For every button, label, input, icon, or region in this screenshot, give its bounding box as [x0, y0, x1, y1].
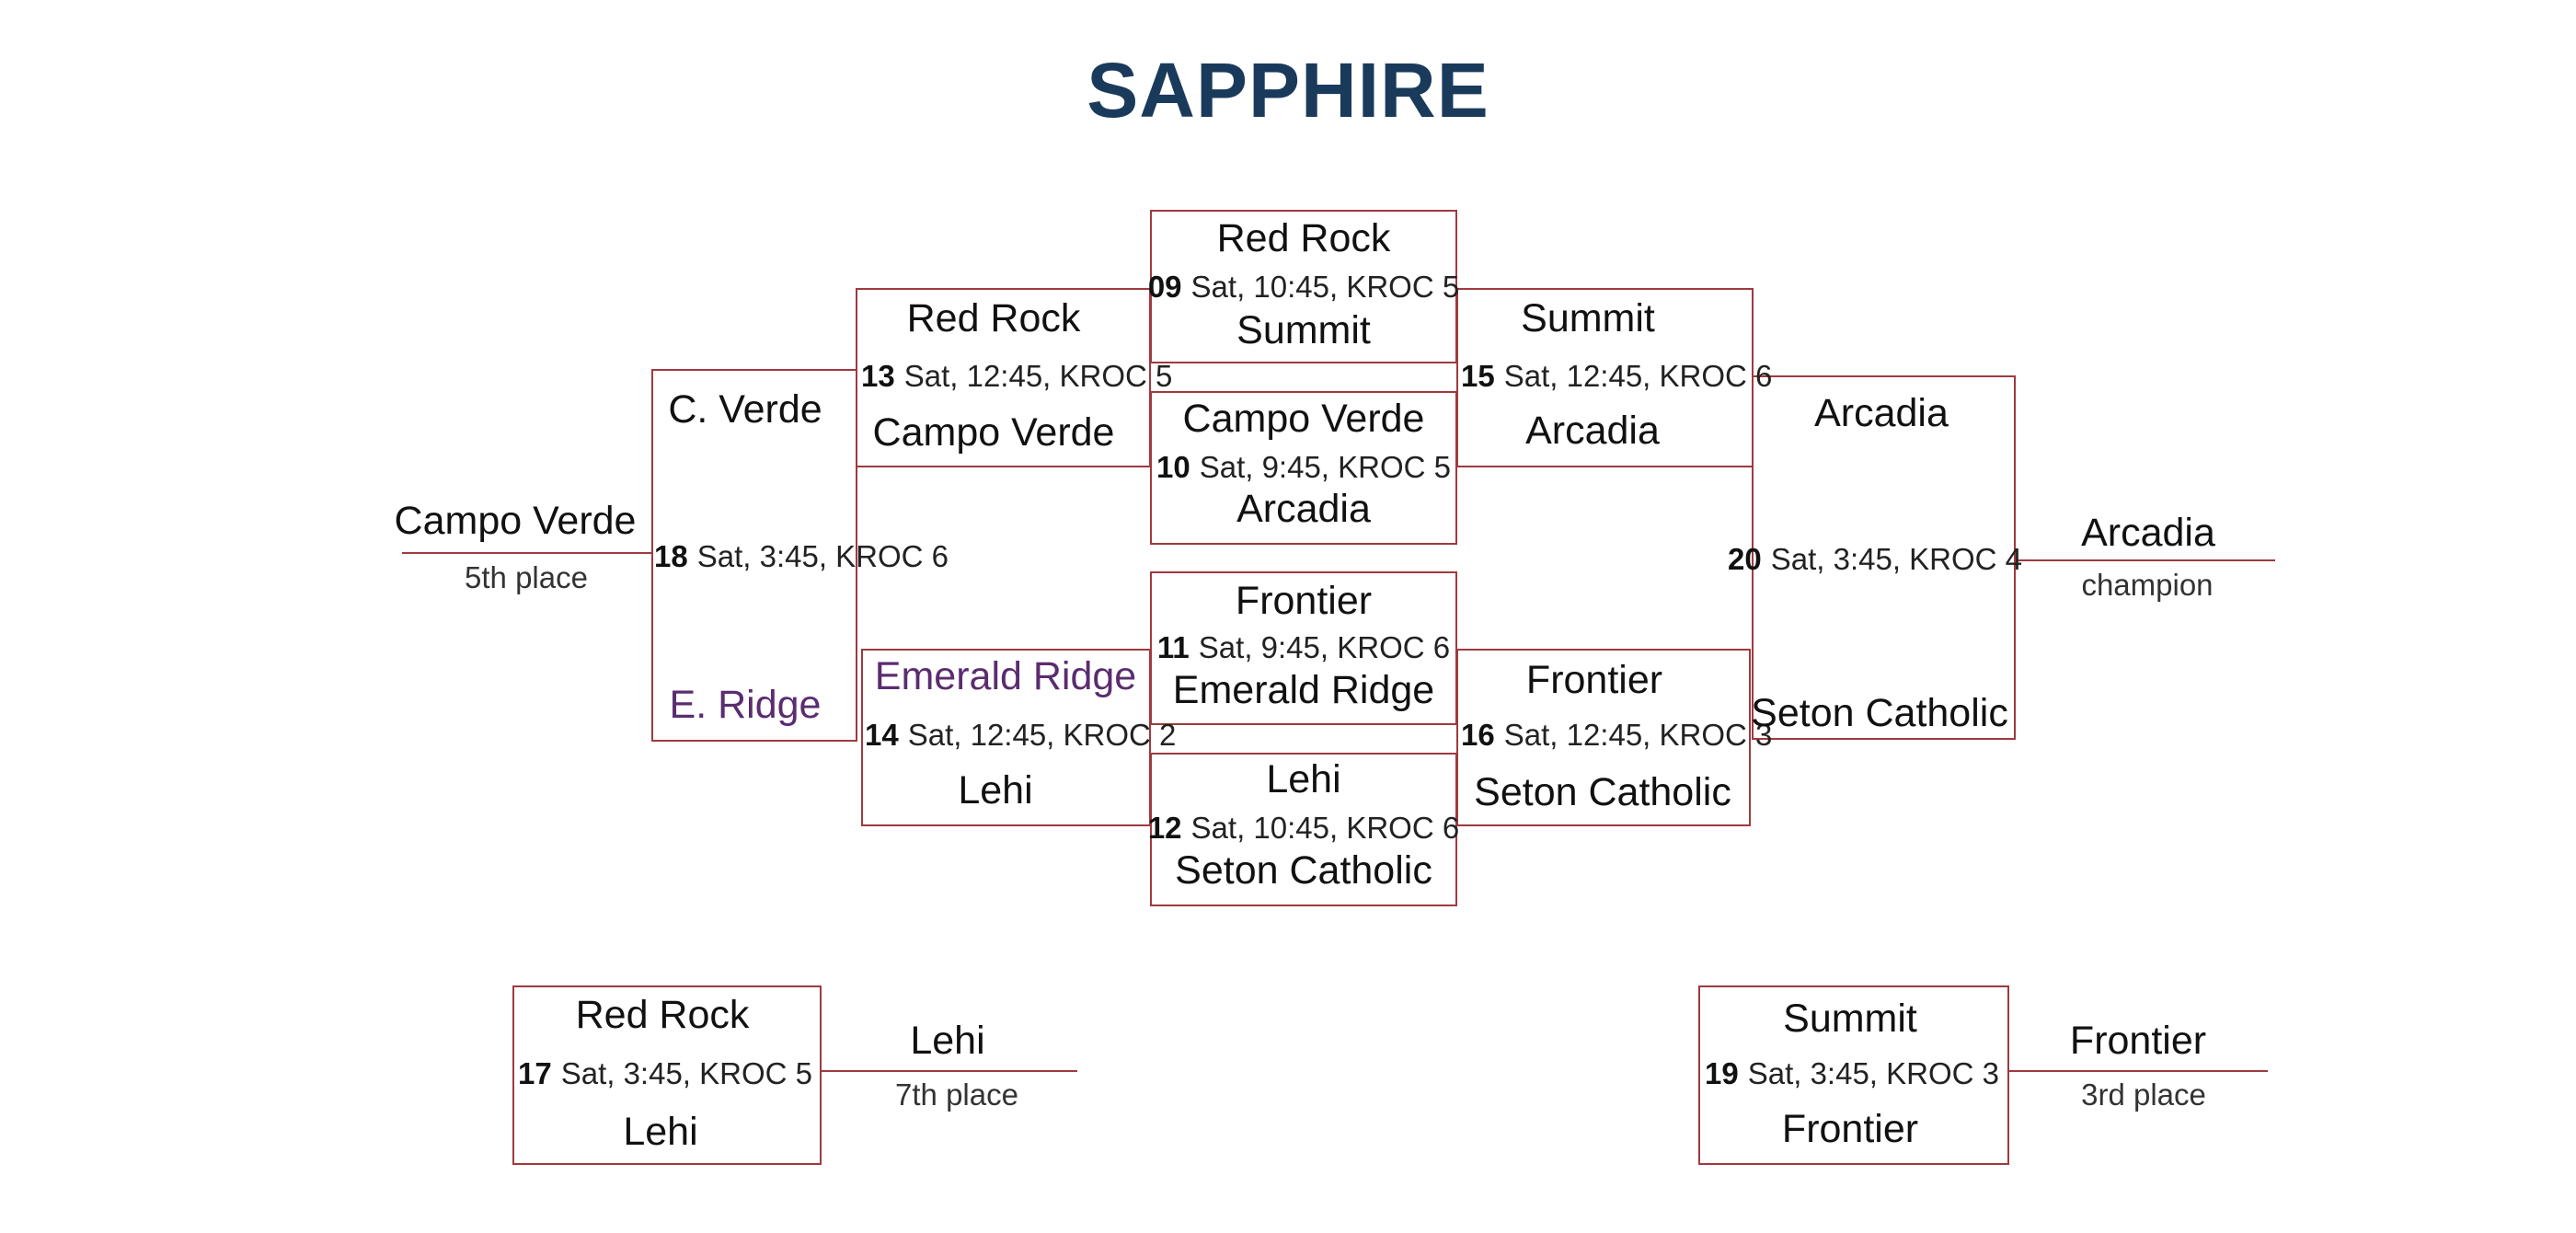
- game-20-top-team: Arcadia: [1814, 391, 1949, 435]
- seventh-place-line: [821, 1070, 1077, 1073]
- game-10-box: [1150, 391, 1457, 545]
- game-10-info: 10 Sat, 9:45, KROC 5: [1156, 452, 1451, 482]
- game-14-number: 14: [865, 718, 899, 752]
- game-11-box: [1150, 571, 1457, 725]
- game-16-schedule: Sat, 12:45, KROC 3: [1503, 718, 1773, 752]
- bracket-title: SAPPHIRE: [1087, 47, 1489, 133]
- game-09-number: 09: [1147, 270, 1182, 304]
- game-17-schedule: Sat, 3:45, KROC 5: [560, 1056, 813, 1090]
- game-10-top-team: Campo Verde: [1182, 397, 1425, 441]
- game-12-top-team: Lehi: [1266, 757, 1341, 801]
- game-11-number: 11: [1156, 630, 1190, 664]
- game-12-bottom-team: Seton Catholic: [1175, 848, 1432, 893]
- game-13-schedule: Sat, 12:45, KROC 5: [903, 359, 1173, 393]
- fifth-place-line: [402, 552, 651, 555]
- game-10-schedule: Sat, 9:45, KROC 5: [1199, 450, 1452, 484]
- game-18-number: 18: [654, 539, 688, 573]
- game-18-box: [651, 369, 857, 742]
- game-16-box: [1456, 649, 1751, 826]
- game-11-bottom-team: Emerald Ridge: [1172, 668, 1435, 712]
- seventh-place-label: 7th place: [895, 1077, 1018, 1112]
- game-13-top-team: Red Rock: [906, 296, 1081, 340]
- game-15-number: 15: [1461, 359, 1495, 393]
- third-place-label: 3rd place: [2081, 1077, 2206, 1112]
- game-17-bottom-team: Lehi: [623, 1110, 698, 1154]
- game-13-number: 13: [861, 359, 895, 393]
- seventh-place-team: Lehi: [910, 1019, 985, 1063]
- game-18-bottom-team: E. Ridge: [669, 683, 822, 727]
- game-12-box: [1150, 753, 1457, 906]
- game-11-top-team: Frontier: [1235, 579, 1373, 623]
- game-09-schedule: Sat, 10:45, KROC 5: [1190, 270, 1460, 304]
- game-19-number: 19: [1704, 1056, 1739, 1090]
- game-20-schedule: Sat, 3:45, KROC 4: [1770, 542, 2023, 576]
- fifth-place-label: 5th place: [465, 560, 588, 594]
- game-09-bottom-team: Summit: [1236, 308, 1371, 352]
- game-15-top-team: Summit: [1521, 296, 1655, 340]
- game-20-box: [1752, 375, 2016, 740]
- game-13-box: [856, 288, 1151, 467]
- champion-label: champion: [2081, 568, 2214, 602]
- game-20-bottom-team: Seton Catholic: [1751, 691, 2008, 735]
- third-place-team: Frontier: [2069, 1019, 2207, 1063]
- game-18-schedule: Sat, 3:45, KROC 6: [696, 539, 949, 573]
- game-10-bottom-team: Arcadia: [1236, 487, 1371, 531]
- champion-team: Arcadia: [2081, 511, 2215, 555]
- game-19-schedule: Sat, 3:45, KROC 3: [1747, 1056, 2000, 1090]
- game-12-schedule: Sat, 10:45, KROC 6: [1190, 811, 1460, 845]
- game-15-schedule: Sat, 12:45, KROC 6: [1503, 359, 1773, 393]
- game-17-number: 17: [517, 1056, 552, 1090]
- game-19-bottom-team: Frontier: [1781, 1107, 1919, 1151]
- game-19-top-team: Summit: [1783, 997, 1917, 1041]
- game-09-top-team: Red Rock: [1216, 216, 1391, 260]
- game-19-box: [1698, 985, 2009, 1165]
- game-09-box: [1150, 210, 1457, 363]
- fifth-place-team: Campo Verde: [394, 499, 637, 543]
- game-20-number: 20: [1728, 542, 1762, 576]
- game-18-top-team: C. Verde: [668, 387, 822, 432]
- game-14-schedule: Sat, 12:45, KROC 2: [907, 718, 1177, 752]
- game-15-bottom-team: Arcadia: [1525, 409, 1660, 453]
- champion-line: [2015, 559, 2275, 562]
- game-17-box: [512, 985, 822, 1165]
- game-13-bottom-team: Campo Verde: [872, 410, 1115, 455]
- game-12-number: 12: [1147, 811, 1182, 845]
- game-16-bottom-team: Seton Catholic: [1474, 770, 1731, 814]
- game-15-box: [1456, 288, 1754, 467]
- third-place-line: [2008, 1070, 2268, 1073]
- game-16-top-team: Frontier: [1525, 658, 1663, 702]
- game-14-box: [861, 649, 1151, 826]
- game-11-schedule: Sat, 9:45, KROC 6: [1198, 630, 1451, 664]
- game-17-top-team: Red Rock: [575, 993, 750, 1037]
- game-10-number: 10: [1156, 450, 1190, 484]
- game-14-top-team: Emerald Ridge: [874, 654, 1137, 698]
- game-14-bottom-team: Lehi: [958, 768, 1033, 812]
- game-16-number: 16: [1461, 718, 1495, 752]
